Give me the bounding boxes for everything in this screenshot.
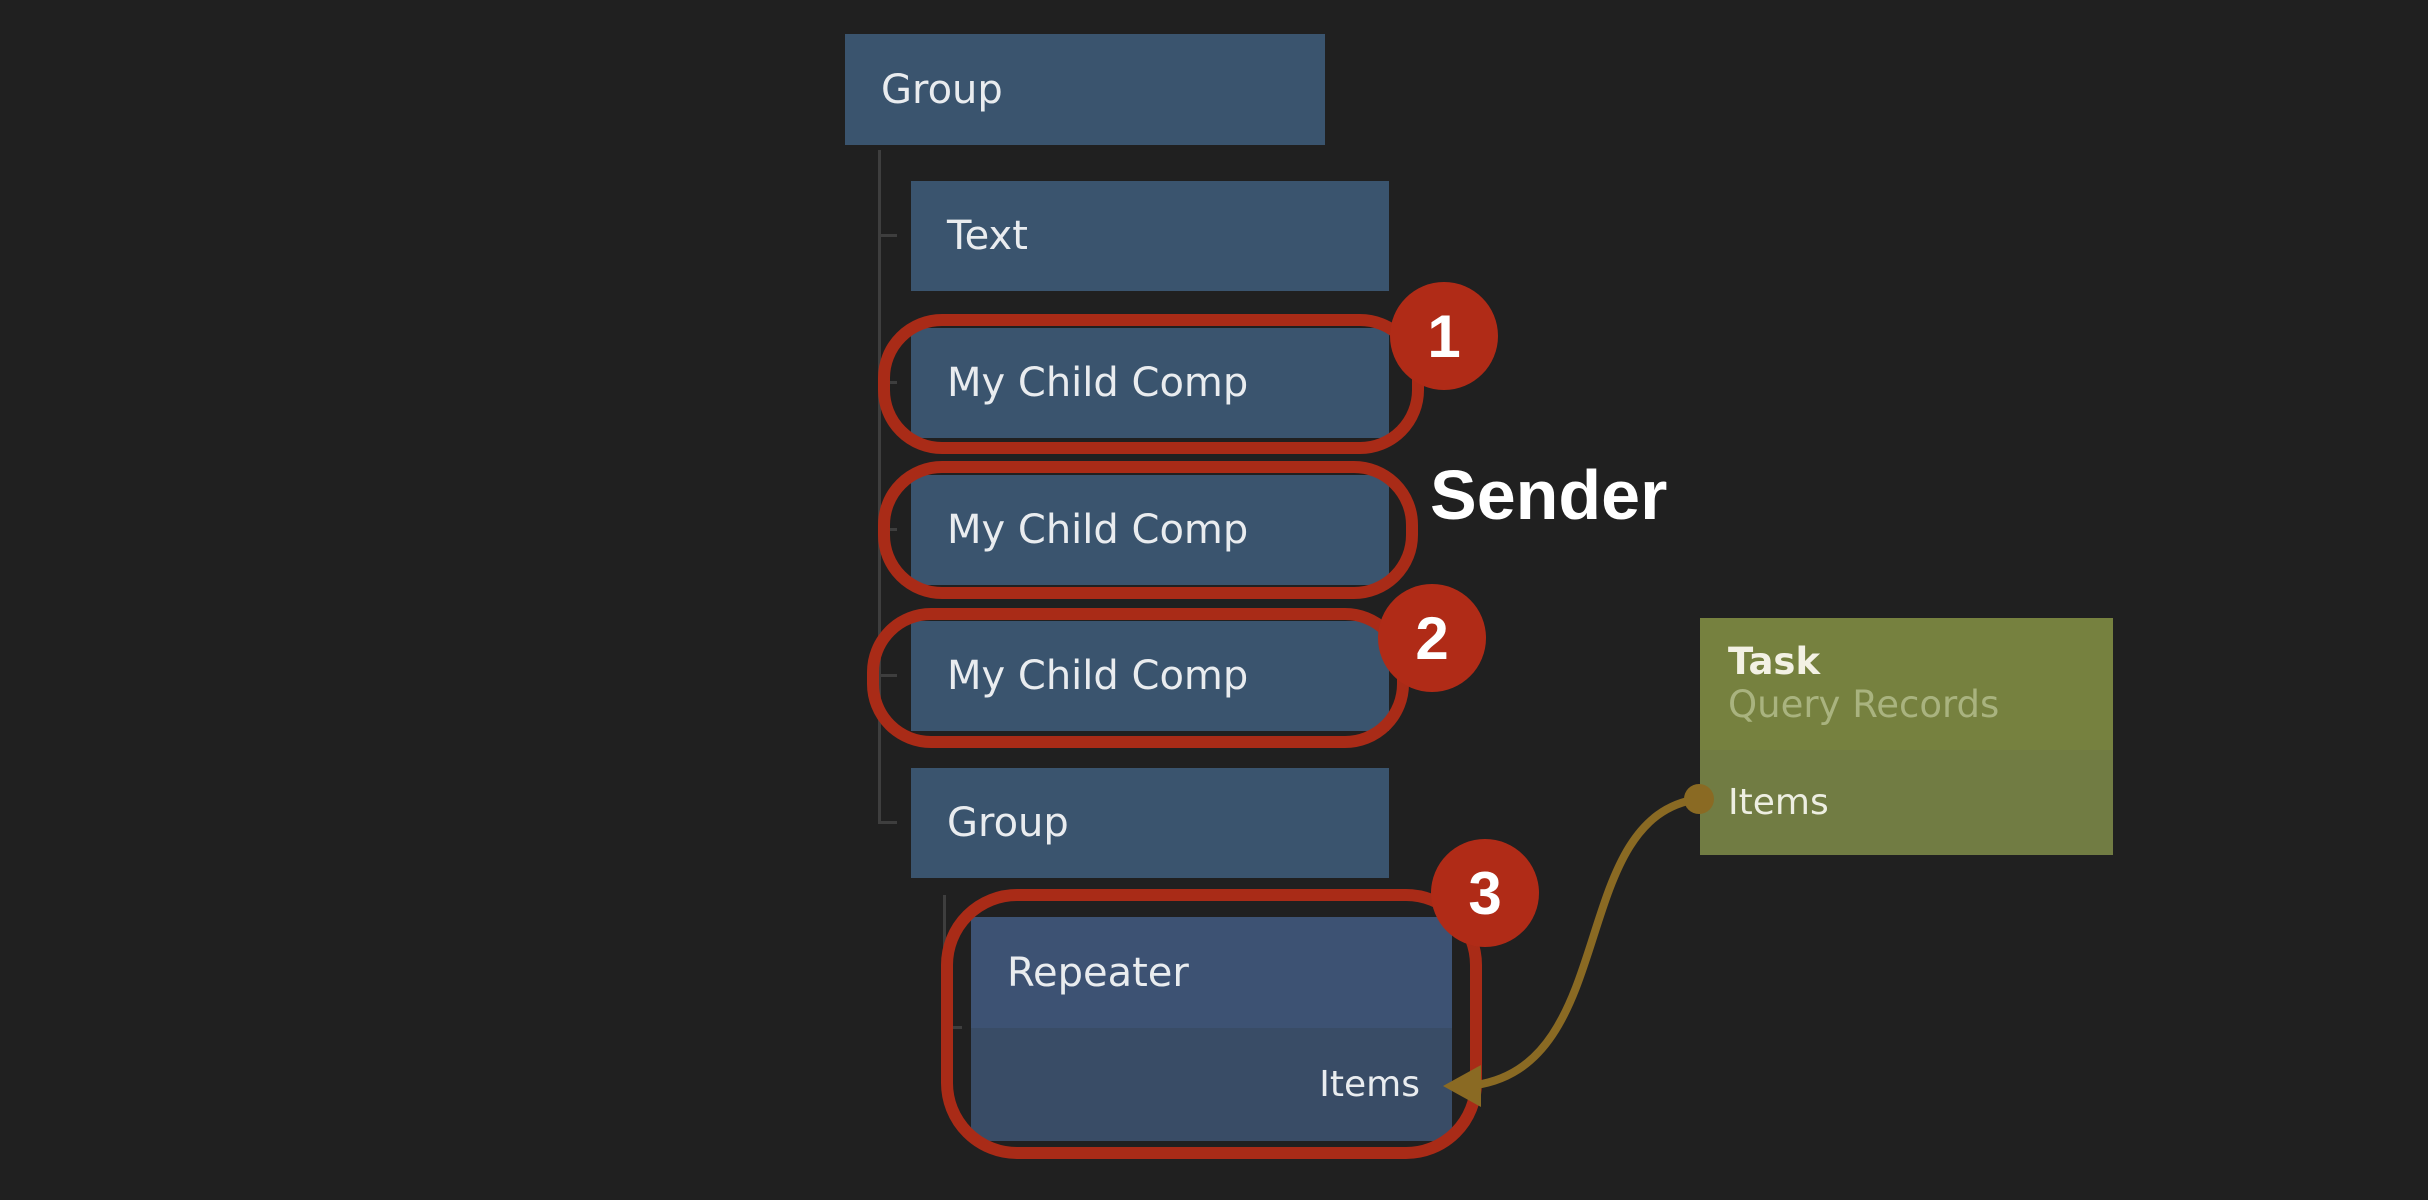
annotation-outline-3 <box>867 608 1409 748</box>
repeater-header: Repeater <box>971 917 1452 1028</box>
badge-number: 3 <box>1468 859 1502 927</box>
annotation-outline-4-repeater <box>941 889 1482 1159</box>
task-card-body: Items <box>1700 750 2113 855</box>
annotation-outline-1 <box>878 314 1424 454</box>
tree-node-group-nested: Group <box>911 768 1389 878</box>
task-card-subtitle: Query Records <box>1728 683 2000 726</box>
tree-node-group-root: Group <box>845 34 1325 145</box>
repeater-body: Items <box>971 1028 1452 1141</box>
annotation-badge-2: 2 <box>1378 584 1486 692</box>
tree-node-my-child-comp-1: My Child Comp <box>911 328 1389 438</box>
tree-node-my-child-comp-3: My Child Comp <box>911 621 1389 731</box>
tree-connector-vertical-line <box>878 150 881 823</box>
task-card-header: Task Query Records <box>1700 618 2113 750</box>
tree-node-label: My Child Comp <box>947 653 1249 699</box>
tree-node-label: Text <box>947 213 1028 259</box>
tree-node-label: Group <box>947 800 1069 846</box>
sender-caption: Sender <box>1430 456 1668 534</box>
tree-connector-tick <box>878 821 897 824</box>
tree-node-text: Text <box>911 181 1389 291</box>
badge-number: 1 <box>1427 302 1461 370</box>
tree-connector-tick <box>878 674 897 677</box>
tree-node-label: My Child Comp <box>947 360 1249 406</box>
badge-number: 2 <box>1415 604 1449 672</box>
annotation-badge-3: 3 <box>1431 839 1539 947</box>
task-items-output-label: Items <box>1728 782 1829 823</box>
repeater-items-port-label: Items <box>1319 1064 1420 1105</box>
tree-node-label: Repeater <box>1007 949 1189 996</box>
tree-node-repeater: Repeater Items <box>971 917 1452 1141</box>
annotation-badge-1: 1 <box>1390 282 1498 390</box>
tree-node-my-child-comp-2: My Child Comp <box>911 475 1389 585</box>
tree-node-label: My Child Comp <box>947 507 1249 553</box>
tree-connector-tick <box>878 234 897 237</box>
tree-node-label: Group <box>881 66 1003 113</box>
task-card: Task Query Records Items <box>1700 618 2113 855</box>
annotation-outline-2-sender <box>878 461 1418 599</box>
task-card-title: Task <box>1728 640 1821 684</box>
